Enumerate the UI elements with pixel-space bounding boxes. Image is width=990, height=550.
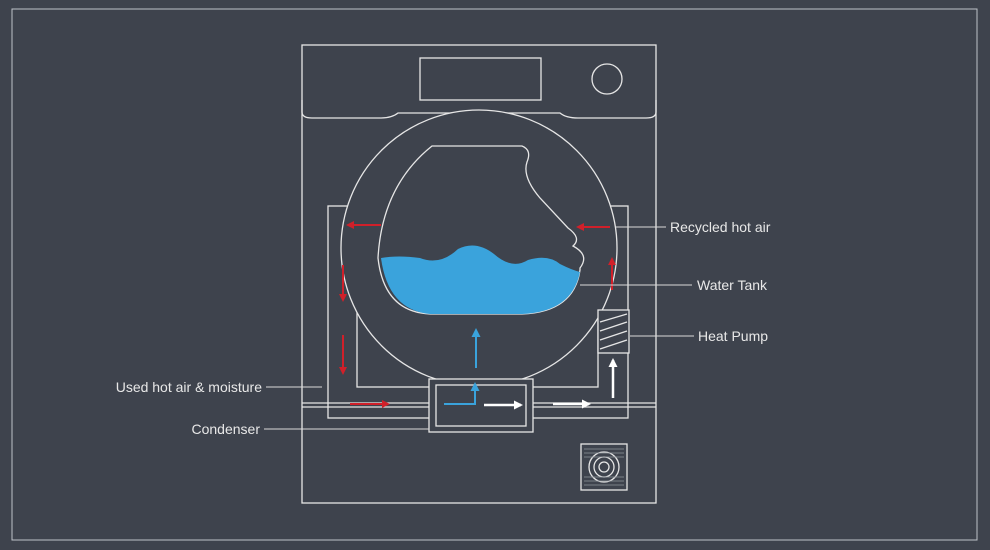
- moisture-arrows: [444, 328, 481, 405]
- label-heat-pump: Heat Pump: [698, 328, 769, 344]
- condenser-inner: [435, 384, 527, 427]
- label-condenser: Condenser: [191, 421, 261, 437]
- dryer-cabinet: [301, 44, 657, 504]
- filter-ring-outer: [588, 451, 620, 483]
- label-recycled-hot-air: Recycled hot air: [670, 219, 771, 235]
- moisture-arrow-condenser: [444, 382, 480, 405]
- vent-hatching: [584, 448, 624, 486]
- display-panel: [419, 57, 542, 101]
- heat-pump-coil-3: [599, 330, 628, 341]
- heat-pump-coil-4: [599, 339, 628, 350]
- filter-ring-inner: [598, 461, 610, 473]
- label-used-hot-air: Used hot air & moisture: [115, 379, 262, 395]
- cool-air-arrows: [484, 358, 618, 410]
- heat-pump-coil-2: [599, 321, 628, 332]
- outer-frame: [11, 8, 978, 541]
- heat-pump-coil-1: [599, 313, 628, 323]
- label-water-tank: Water Tank: [697, 277, 768, 293]
- filter-ring-middle: [593, 456, 615, 478]
- filter-vent: [580, 443, 628, 491]
- water-tank-water: [381, 245, 580, 314]
- control-knob: [591, 63, 623, 95]
- leader-lines: [264, 226, 694, 430]
